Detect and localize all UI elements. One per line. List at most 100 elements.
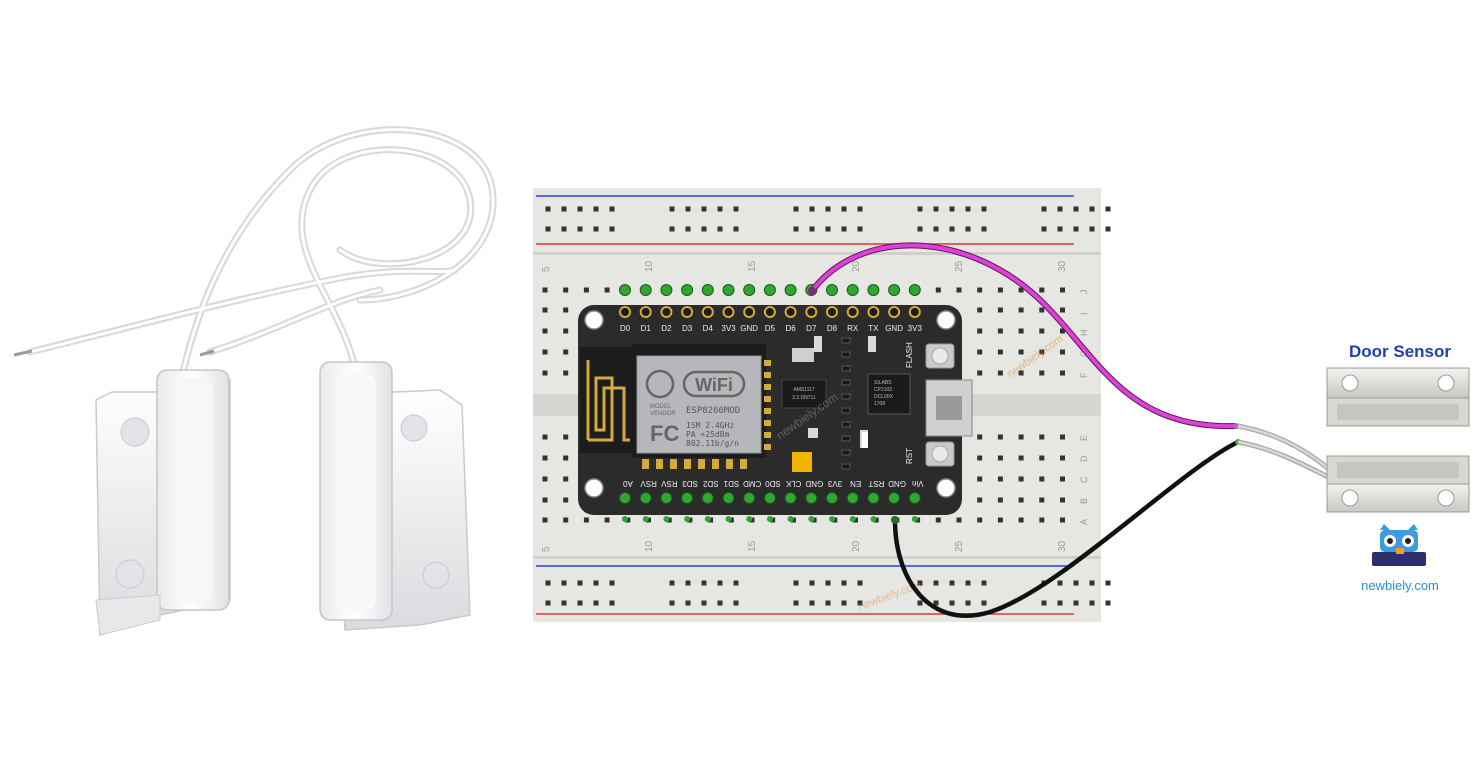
rail-hole (857, 226, 863, 232)
row-letter: A (1079, 519, 1089, 525)
breadboard-hole (1039, 497, 1045, 503)
breadboard-hole (563, 349, 569, 355)
rail-hole (733, 580, 739, 586)
rail-hole (561, 580, 567, 586)
usb-chip-text: CP2102 (874, 387, 892, 393)
breadboard-hole (604, 287, 610, 293)
rail-hole (701, 580, 707, 586)
rail-hole (933, 226, 939, 232)
breadboard-hole (542, 287, 548, 293)
esp-pad (712, 459, 719, 469)
esp-pad (764, 432, 771, 438)
rail-hole (609, 600, 615, 606)
connected-hole (787, 516, 794, 522)
breadboard-hole (1039, 349, 1045, 355)
breadboard-hole (977, 307, 983, 313)
bottom-header-pin (681, 492, 694, 504)
rail-hole (561, 600, 567, 606)
breadboard-hole (1018, 497, 1024, 503)
bottom-header-pin (639, 492, 652, 504)
flash-label: FLASH (905, 342, 914, 368)
row-letter: D (1079, 455, 1089, 462)
top-header-pin (681, 284, 694, 296)
top-header-pin (639, 284, 652, 296)
rail-hole (965, 226, 971, 232)
top-pin-label: D6 (785, 324, 796, 333)
bottom-pin-label: A0 (623, 479, 633, 488)
rail-hole (1105, 580, 1111, 586)
esp-pad (764, 360, 771, 366)
esp-pad (764, 396, 771, 402)
connected-hole (766, 516, 773, 522)
breadboard-hole (1018, 349, 1024, 355)
door-sensor-label: Door Sensor (1348, 342, 1452, 361)
bottom-pin-label: CLK (785, 479, 801, 488)
door-sensor-illustration (1237, 367, 1470, 513)
rail-hole (1041, 206, 1047, 212)
breadboard-hole (1039, 434, 1045, 440)
breadboard-hole (1018, 476, 1024, 482)
breadboard-hole (977, 287, 983, 293)
rail-hole (1057, 206, 1063, 212)
rail-hole (1057, 600, 1063, 606)
fcc-logo: FC (650, 421, 679, 446)
rail-hole (545, 580, 551, 586)
bottom-header-pin (743, 492, 756, 504)
breadboard-hole (977, 370, 983, 376)
bottom-pin-label: SD1 (723, 479, 739, 488)
top-pin-pad (722, 306, 735, 318)
top-pin-label: D4 (703, 324, 714, 333)
esp-pad (764, 384, 771, 390)
top-pin-pad (846, 306, 859, 318)
rail-hole (1089, 226, 1095, 232)
rail-hole (841, 580, 847, 586)
bottom-pin-label: SD2 (702, 479, 718, 488)
breadboard-hole (583, 517, 589, 523)
top-pin-label: D3 (682, 324, 693, 333)
rail-hole (917, 600, 923, 606)
rail-hole (577, 206, 583, 212)
breadboard-hole (956, 287, 962, 293)
flash-button[interactable] (925, 343, 955, 369)
connected-hole (911, 516, 918, 522)
connected-hole (622, 516, 628, 522)
rail-hole (669, 600, 675, 606)
top-pin-label: TX (868, 324, 879, 333)
rail-hole (545, 226, 551, 232)
breadboard-hole (1018, 455, 1024, 461)
rail-hole (949, 226, 955, 232)
column-number: 15 (747, 260, 758, 272)
bottom-header-pin (619, 492, 631, 504)
top-pin-pad (701, 306, 714, 318)
rail-hole (949, 600, 955, 606)
rail-hole (981, 600, 987, 606)
rail-hole (825, 206, 831, 212)
reset-button[interactable] (925, 441, 955, 467)
top-pin-label: D8 (827, 324, 838, 333)
rail-hole (793, 580, 799, 586)
top-pin-label: D0 (620, 324, 631, 333)
esp-pad (656, 459, 663, 469)
rail-hole (1089, 580, 1095, 586)
connected-hole (829, 516, 835, 522)
vendor-label: VENDOR (650, 411, 676, 417)
rail-hole (1073, 226, 1079, 232)
bottom-pin-label: SD3 (682, 479, 698, 488)
rail-hole (1041, 600, 1047, 606)
bottom-header-pin (763, 492, 776, 504)
breadboard-hole (542, 307, 548, 313)
rail-hole (685, 206, 691, 212)
row-letter: E (1079, 435, 1089, 441)
top-header-pin (763, 284, 776, 296)
rail-hole (669, 206, 675, 212)
breadboard-hole (1039, 287, 1045, 293)
regulator-text: AMS1117 (793, 387, 814, 393)
rail-hole (593, 226, 599, 232)
bottom-pin-label: EN (850, 479, 861, 488)
rail-hole (577, 580, 583, 586)
bottom-pin-label: RSV (661, 479, 678, 488)
bottom-header-pin (784, 492, 797, 504)
connected-hole (746, 516, 753, 522)
column-number: 15 (747, 540, 758, 552)
breadboard-hole (977, 517, 983, 523)
